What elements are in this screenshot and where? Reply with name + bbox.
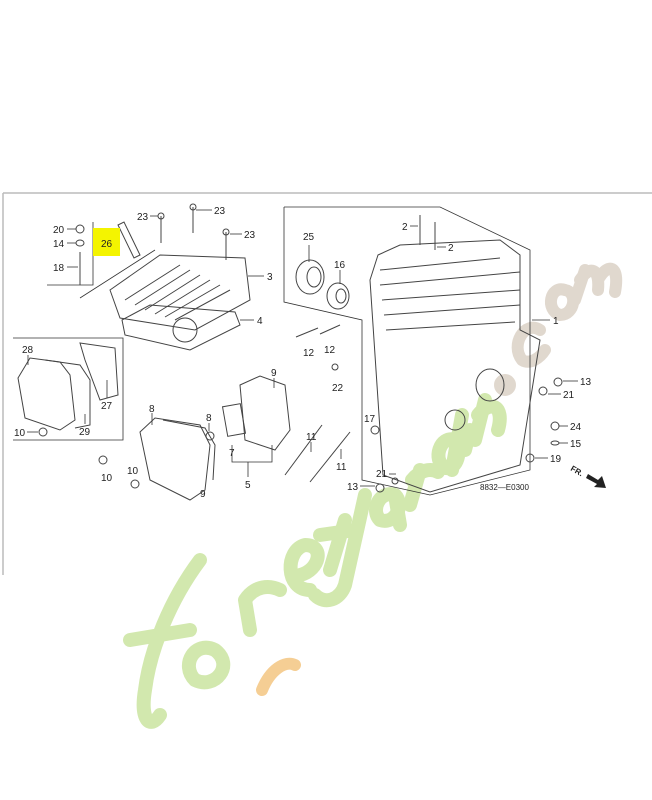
callout-26-highlighted[interactable]: 26: [101, 239, 113, 250]
stud-nut-washer: [75, 224, 85, 285]
small-hardware: [38, 363, 563, 493]
callout-24: 24: [570, 422, 582, 433]
callout-10: 10: [101, 473, 113, 484]
callout-3: 3: [267, 272, 273, 283]
callout-11: 11: [306, 432, 317, 443]
front-label: FR.: [569, 464, 585, 478]
callout-23: 23: [214, 206, 226, 217]
callout-13: 13: [347, 482, 359, 493]
drawing-code: 8832—E0300: [480, 483, 529, 492]
callout-10: 10: [14, 428, 26, 439]
group-box-block: [283, 206, 531, 496]
watermark-suffix: [494, 262, 623, 396]
callout-2: 2: [402, 222, 408, 233]
callout-22: 22: [332, 383, 344, 394]
callout-29: 29: [79, 427, 91, 438]
callout-8: 8: [149, 404, 155, 415]
callout-15: 15: [570, 439, 582, 450]
callout-17: 17: [364, 414, 376, 425]
pushrods-11: [284, 424, 351, 483]
callout-12: 12: [303, 348, 315, 359]
bolts-23: [157, 203, 230, 260]
callout-23: 23: [137, 212, 149, 223]
callout-13: 13: [580, 377, 592, 388]
callout-18: 18: [53, 263, 65, 274]
watermark-lettering: [123, 393, 507, 729]
oil-seal-16: [326, 282, 350, 310]
cylinder-block: [369, 215, 541, 493]
spark-plug: [117, 221, 141, 259]
callout-21: 21: [563, 390, 575, 401]
callout-9: 9: [271, 368, 277, 379]
front-direction-indicator: FR.: [569, 464, 606, 488]
callout-16: 16: [334, 260, 346, 271]
callout-19: 19: [550, 454, 562, 465]
callout-21: 21: [376, 469, 388, 480]
callout-4: 4: [257, 316, 263, 327]
front-arrow-icon: [586, 474, 606, 488]
callout-10: 10: [127, 466, 139, 477]
cylinder-head: [109, 254, 251, 331]
callout-5: 5: [245, 480, 251, 491]
highlight-box: [93, 228, 120, 256]
group-box-cover: [13, 337, 124, 441]
callout-9: 9: [200, 489, 206, 500]
bearing-25: [295, 259, 325, 295]
leader-lines: [27, 209, 578, 487]
callout-20: 20: [53, 225, 65, 236]
callout-27: 27: [101, 401, 113, 412]
watermark-logo: [123, 262, 623, 729]
callout-7: 7: [229, 448, 235, 459]
group-bracket-head-2: [79, 249, 156, 299]
rocker-cover-28: [17, 342, 119, 431]
callout-8: 8: [206, 413, 212, 424]
callout-23: 23: [244, 230, 256, 241]
rocker-cover-6: [139, 417, 216, 501]
callout-11: 11: [336, 462, 347, 473]
head-gasket: [121, 304, 241, 351]
callout-28: 28: [22, 345, 34, 356]
callout-12: 12: [324, 345, 336, 356]
dowel-pins-12: [295, 324, 341, 338]
valve-plate-9: [221, 375, 291, 451]
watermark-accent: [256, 657, 301, 696]
callout-25: 25: [303, 232, 315, 243]
callout-1: 1: [553, 316, 559, 327]
callout-2: 2: [448, 243, 454, 254]
callout-14: 14: [53, 239, 65, 250]
